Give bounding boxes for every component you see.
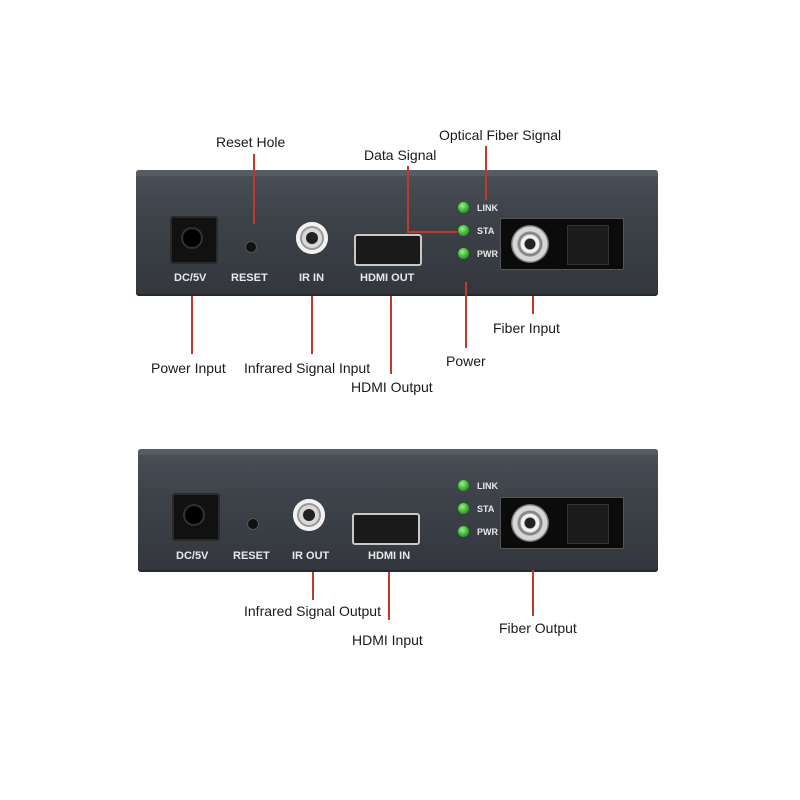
panel-top-edge [138,449,658,455]
link-led-label: LINK [477,203,498,213]
dc-power-jack [172,493,220,541]
fiber-output-callout: Fiber Output [499,620,577,636]
ir-output-leader [312,572,314,600]
ir-in-label: IR IN [299,272,325,284]
reset-label: RESET [231,272,268,284]
sta-led-label: STA [477,504,495,514]
sta-led-label: STA [477,226,495,236]
fiber-dust-cover [567,504,609,544]
hdmi-output-leader [390,296,392,374]
reset-hole-leader [253,154,255,224]
sta-led [458,225,469,236]
ir-input-leader [311,296,313,354]
data-signal-leader-v [407,166,409,232]
link-led-label: LINK [477,481,498,491]
infrared-signal-output-callout: Infrared Signal Output [244,603,381,619]
data-signal-leader-h [407,231,457,233]
sta-led [458,503,469,514]
fiber-input-callout: Fiber Input [493,320,560,336]
link-led [458,480,469,491]
dc-power-jack [170,216,218,264]
pwr-led [458,248,469,259]
fiber-output-port [500,497,624,549]
hdmi-input-leader [388,572,390,620]
hdmi-output-callout: HDMI Output [351,379,433,395]
hdmi-in-label: HDMI IN [368,550,411,562]
hdmi-in-port [352,513,420,545]
power-input-leader [191,296,193,354]
reset-hole [248,519,258,529]
dc-label: DC/5V [176,550,209,562]
dc-label: DC/5V [174,272,207,284]
ir-out-label: IR OUT [292,550,330,562]
reset-hole-callout: Reset Hole [216,134,286,150]
receiver-panel: DC/5V RESET IR OUT HDMI IN LINK STA PWR [138,449,658,572]
fiber-input-leader [532,296,534,314]
optical-fiber-leader [485,146,487,200]
optical-fiber-signal-callout: Optical Fiber Signal [439,127,562,143]
power-leader [465,282,467,348]
panel-top-edge [136,170,658,176]
power-input-callout: Power Input [151,360,226,376]
hdmi-out-label: HDMI OUT [360,272,415,284]
pwr-led-label: PWR [477,249,498,259]
ir-out-jack [293,499,325,531]
fiber-output-leader [532,570,534,616]
hdmi-input-callout: HDMI Input [352,632,423,648]
power-callout: Power [446,353,486,369]
data-signal-callout: Data Signal [364,147,437,163]
pwr-led [458,526,469,537]
ir-in-jack [296,222,328,254]
link-led [458,202,469,213]
reset-label: RESET [233,550,270,562]
infrared-signal-input-callout: Infrared Signal Input [244,360,371,376]
hdmi-out-port [354,234,422,266]
transmitter-panel: DC/5V RESET IR IN HDMI OUT LINK STA PWR [136,170,658,296]
sc-connector [511,504,549,542]
fiber-input-port [500,218,624,270]
fiber-dust-cover [567,225,609,265]
sc-connector [511,225,549,263]
pwr-led-label: PWR [477,527,498,537]
reset-hole [246,242,256,252]
